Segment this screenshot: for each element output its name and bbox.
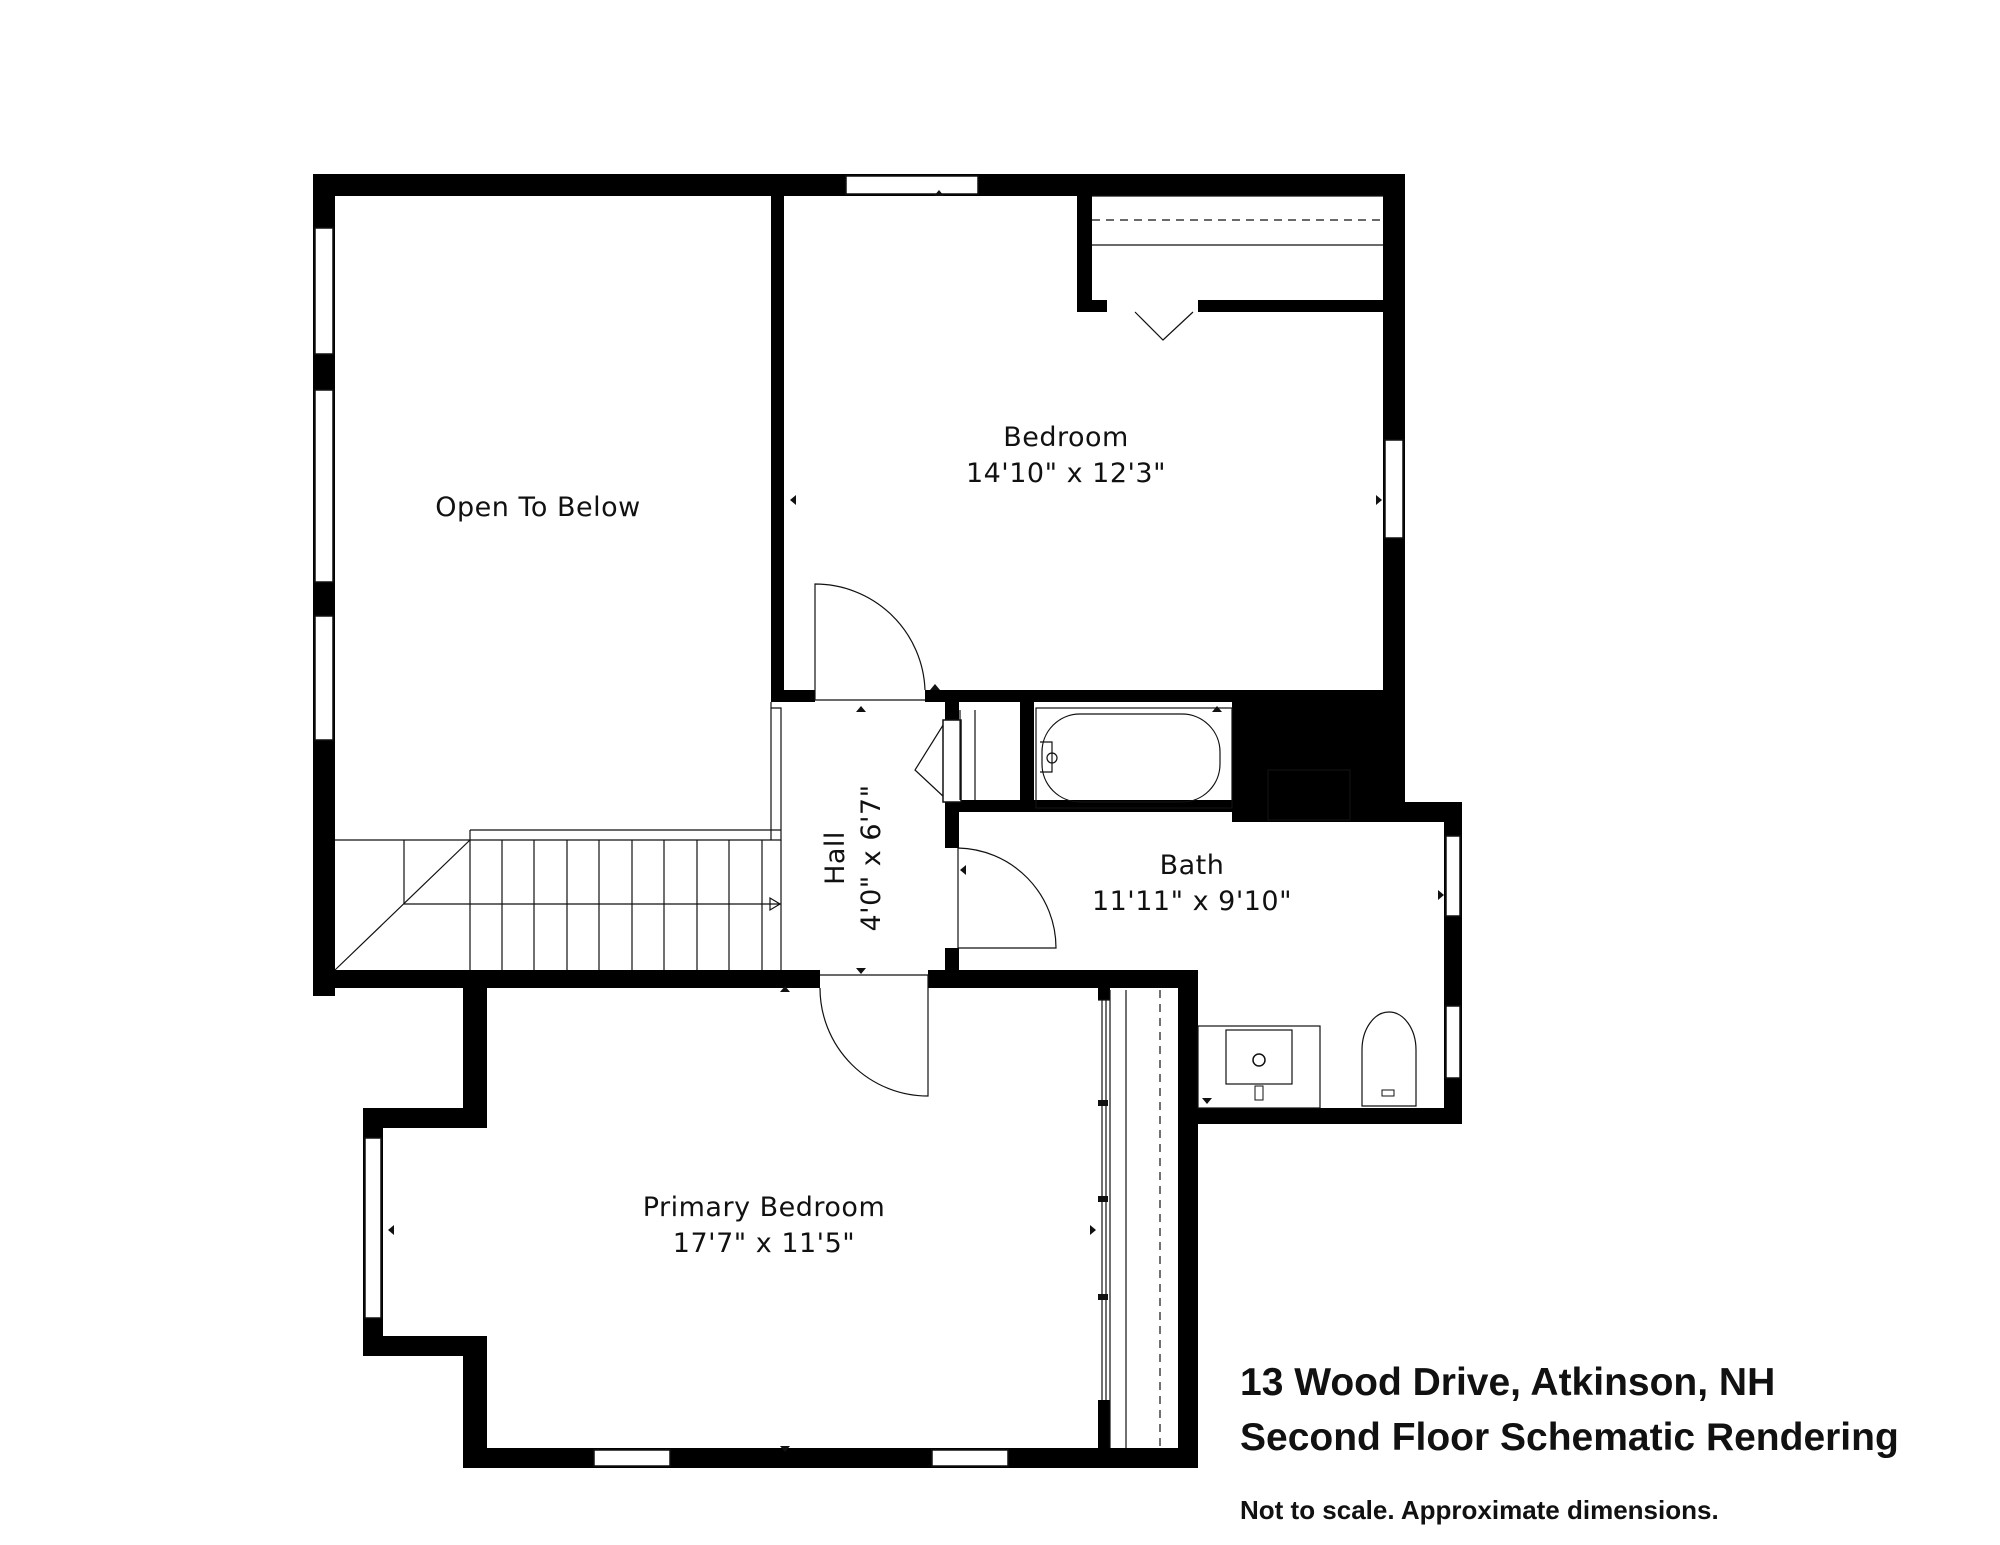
fixtures <box>959 195 1417 1448</box>
property-address: 13 Wood Drive, Atkinson, NH <box>1240 1361 1776 1404</box>
room-bedroom-dims: 14'10" x 12'3" <box>966 458 1166 489</box>
room-primary-bedroom-label: Primary Bedroom <box>643 1192 886 1223</box>
room-bedroom-label: Bedroom <box>1003 422 1129 453</box>
room-hall-dims: 4'0" x 6'7" <box>856 784 887 931</box>
walls <box>313 174 1462 1468</box>
stair-treads <box>501 840 763 970</box>
doors <box>814 299 1198 1097</box>
disclaimer-note: Not to scale. Approximate dimensions. <box>1240 1495 1719 1525</box>
room-open-to-below-label: Open To Below <box>435 492 640 523</box>
room-bath-label: Bath <box>1160 850 1225 881</box>
staircase <box>334 702 782 971</box>
windows <box>314 175 1461 1467</box>
room-hall-group: Hall 4'0" x 6'7" <box>820 784 887 931</box>
dimension-markers <box>388 190 1444 1452</box>
title-block: 13 Wood Drive, Atkinson, NH Second Floor… <box>1240 1355 1899 1526</box>
room-hall-label: Hall <box>820 831 851 885</box>
room-bath-dims: 11'11" x 9'10" <box>1092 886 1292 917</box>
plan-subtitle: Second Floor Schematic Rendering <box>1240 1416 1899 1459</box>
room-primary-bedroom-dims: 17'7" x 11'5" <box>673 1228 855 1259</box>
